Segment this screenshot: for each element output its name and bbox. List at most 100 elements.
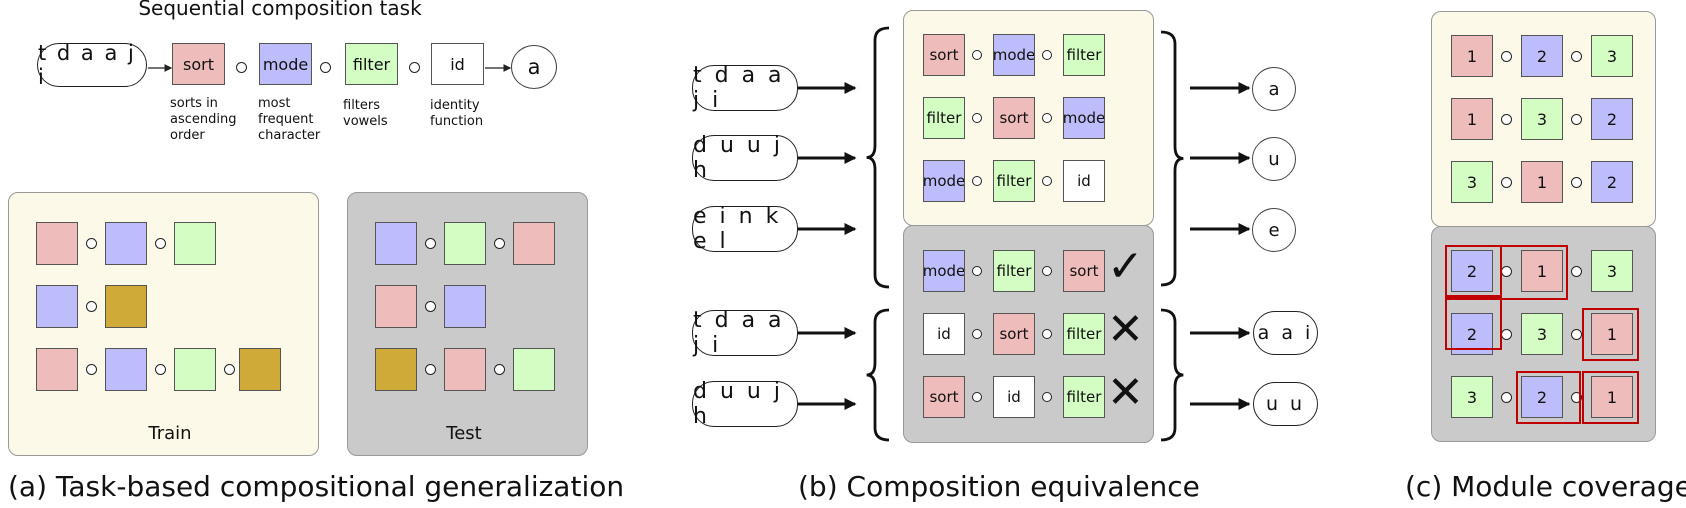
module-mode: mode xyxy=(993,34,1035,76)
train-label: Train xyxy=(148,423,192,444)
compose-operator xyxy=(155,364,166,375)
module-mode: mode xyxy=(923,160,965,202)
module-id: id xyxy=(923,313,965,355)
compose-operator xyxy=(320,62,331,73)
module-sort-description: sorts in ascending order xyxy=(170,96,237,143)
compose-operator xyxy=(1042,50,1052,60)
compose-operator xyxy=(155,238,166,249)
module-sort: 1 xyxy=(1591,376,1633,418)
module-sort: 1 xyxy=(1451,35,1493,77)
compose-operator xyxy=(972,176,982,186)
compose-operator xyxy=(494,364,505,375)
compose-operator xyxy=(972,266,982,276)
coverage-highlight xyxy=(1445,297,1502,350)
compose-operator xyxy=(1571,329,1582,340)
module-filter: filter xyxy=(1063,313,1105,355)
module-sort: 1 xyxy=(1451,98,1493,140)
input-string: d u u j h xyxy=(692,379,798,429)
compose-operator xyxy=(425,364,436,375)
caption-a: (a) Task-based compositional generalizat… xyxy=(8,470,625,503)
module-mode xyxy=(375,222,417,265)
sequential-task-title: Sequential composition task xyxy=(138,0,422,20)
compose-operator xyxy=(1501,51,1512,62)
module-filter: 3 xyxy=(1451,376,1493,418)
module-mode xyxy=(444,285,486,328)
compose-operator xyxy=(1571,266,1582,277)
compose-operator xyxy=(86,301,97,312)
input-string: e i n k e l xyxy=(692,204,798,254)
brace xyxy=(1160,30,1184,287)
output-value: u u xyxy=(1253,382,1318,426)
module-filter: 3 xyxy=(1521,98,1563,140)
module-id-description: identity function xyxy=(430,98,484,129)
caption-b: (b) Composition equivalence xyxy=(798,470,1200,503)
compose-operator xyxy=(1501,177,1512,188)
output-value: e xyxy=(1252,208,1296,252)
module-sort: sort xyxy=(993,313,1035,355)
module-mode: 2 xyxy=(1521,376,1563,418)
compose-operator xyxy=(1571,392,1582,403)
module-filter-description: filters vowels xyxy=(343,98,388,129)
module-mode xyxy=(105,222,147,265)
input-string: d u u j h xyxy=(692,133,798,183)
compose-operator xyxy=(1042,266,1052,276)
compose-operator xyxy=(1042,113,1052,123)
module-filter: filter xyxy=(993,250,1035,292)
compose-operator xyxy=(1042,176,1052,186)
module-mode: mode xyxy=(259,43,312,85)
compose-operator xyxy=(224,364,235,375)
input-string: t d a a j i xyxy=(692,308,798,358)
caption-c: (c) Module coverage xyxy=(1405,470,1686,503)
brace xyxy=(1160,308,1184,442)
module-sort: 1 xyxy=(1591,313,1633,355)
compose-operator xyxy=(1501,329,1512,340)
module-sort: 1 xyxy=(1521,161,1563,203)
module-unseen xyxy=(375,348,417,391)
module-id: id xyxy=(993,376,1035,418)
module-sort: sort xyxy=(1063,250,1105,292)
module-filter xyxy=(513,348,555,391)
output-value: a a i xyxy=(1253,311,1318,355)
compose-operator xyxy=(86,364,97,375)
module-mode: mode xyxy=(1063,97,1105,139)
module-filter xyxy=(444,222,486,265)
module-filter: 3 xyxy=(1521,313,1563,355)
module-filter: 3 xyxy=(1591,35,1633,77)
output-value: a xyxy=(1252,67,1296,111)
cross-icon: ✕ xyxy=(1107,304,1144,355)
compose-operator xyxy=(972,392,982,402)
check-icon: ✓ xyxy=(1107,241,1144,292)
module-sort xyxy=(513,222,555,265)
module-mode: 2 xyxy=(1591,98,1633,140)
module-unseen xyxy=(105,285,147,328)
module-filter xyxy=(174,222,216,265)
module-sort xyxy=(444,348,486,391)
compose-operator xyxy=(1571,51,1582,62)
test-label: Test xyxy=(446,423,482,444)
module-mode: 2 xyxy=(1451,250,1493,292)
module-filter xyxy=(174,348,216,391)
compose-operator xyxy=(409,62,420,73)
module-mode: 2 xyxy=(1521,35,1563,77)
module-id: id xyxy=(431,43,484,85)
module-mode: mode xyxy=(923,250,965,292)
example-input: t d a a j i xyxy=(37,41,147,89)
compose-operator xyxy=(1571,177,1582,188)
module-sort: sort xyxy=(923,376,965,418)
module-sort: 1 xyxy=(1521,250,1563,292)
brace xyxy=(866,26,890,289)
compose-operator xyxy=(1501,392,1512,403)
compose-operator xyxy=(1571,114,1582,125)
compose-operator xyxy=(1042,392,1052,402)
coverage-highlight xyxy=(1582,308,1639,361)
coverage-highlight xyxy=(1582,371,1639,424)
module-filter: 3 xyxy=(1591,250,1633,292)
compose-operator xyxy=(1042,329,1052,339)
compose-operator xyxy=(425,238,436,249)
module-filter: filter xyxy=(1063,376,1105,418)
module-mode xyxy=(36,285,78,328)
compose-operator xyxy=(972,329,982,339)
module-sort xyxy=(36,348,78,391)
compose-operator xyxy=(86,238,97,249)
module-filter: filter xyxy=(993,160,1035,202)
